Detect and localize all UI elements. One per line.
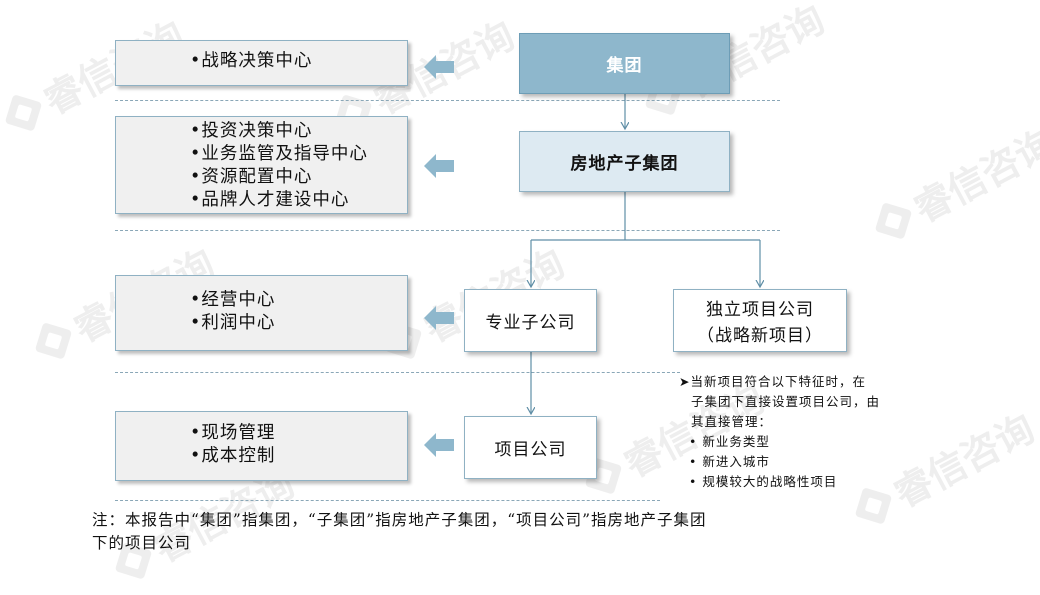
panel-line: •现场管理 [190, 423, 276, 443]
panel-line: •投资决策中心 [190, 121, 313, 141]
panel-line: •资源配置中心 [190, 167, 313, 187]
panel-strategic-decision: •战略决策中心 [115, 40, 408, 86]
panel-line: •利润中心 [190, 313, 276, 333]
panel-line: •战略决策中心 [190, 51, 313, 71]
arrow-left-icon [424, 55, 454, 79]
note-line: 其直接管理： [691, 414, 773, 429]
note-item: • 新进入城市 [689, 454, 770, 469]
connector-lines [0, 94, 1040, 571]
footnote-line: 注：本报告中“集团”指集团，“子集团”指房地产子集团，“项目公司”指房地产子集团 [92, 511, 707, 529]
note-line: 子集团下直接设置项目公司，由 [691, 394, 881, 409]
panel-operation-profit: •经营中心 •利润中心 [115, 275, 408, 351]
footnote: 注：本报告中“集团”指集团，“子集团”指房地产子集团，“项目公司”指房地产子集团… [92, 509, 1022, 555]
level-divider [115, 372, 680, 373]
panel-line: •业务监管及指导中心 [190, 144, 368, 164]
level-divider [115, 100, 780, 101]
level-divider [115, 500, 660, 501]
node-real-estate-group: 房地产子集团 [519, 131, 730, 192]
panel-realestate-functions: •投资决策中心 •业务监管及指导中心 •资源配置中心 •品牌人才建设中心 [115, 116, 408, 214]
node-group: 集团 [519, 33, 730, 94]
arrow-left-icon [424, 433, 454, 457]
node-label: （战略新项目） [697, 326, 823, 347]
node-independent-project-company: 独立项目公司 （战略新项目） [673, 289, 847, 352]
note-line: ➤当新项目符合以下特征时，在 [679, 374, 866, 389]
arrow-left-icon [424, 306, 454, 330]
panel-line: •成本控制 [190, 446, 276, 466]
node-project-company: 项目公司 [464, 416, 597, 479]
node-professional-subsidiary: 专业子公司 [464, 289, 597, 352]
footnote-line: 下的项目公司 [92, 534, 192, 552]
panel-site-cost: •现场管理 •成本控制 [115, 411, 408, 481]
note-item: • 新业务类型 [689, 434, 770, 449]
note-block: ➤当新项目符合以下特征时，在 子集团下直接设置项目公司，由 其直接管理： • 新… [679, 372, 979, 492]
panel-line: •品牌人才建设中心 [190, 190, 350, 210]
node-label: 独立项目公司 [706, 299, 814, 320]
note-item: • 规模较大的战略性项目 [689, 474, 838, 489]
level-divider [115, 230, 780, 231]
panel-line: •经营中心 [190, 290, 276, 310]
arrow-left-icon [424, 154, 454, 178]
